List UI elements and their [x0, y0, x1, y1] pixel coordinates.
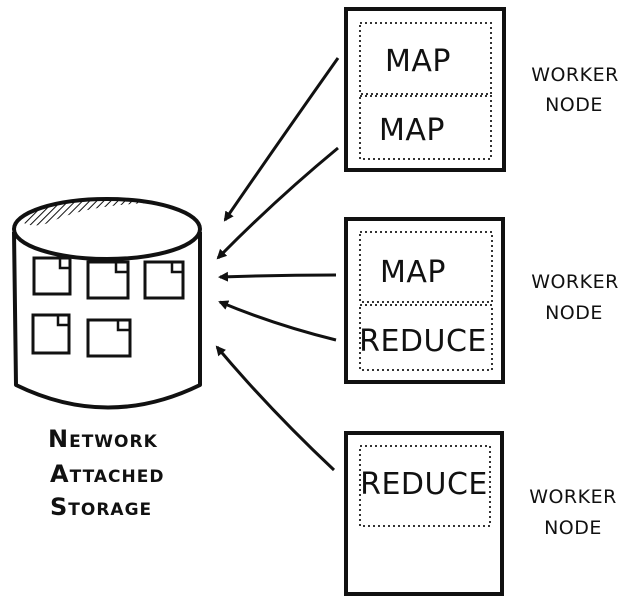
storage-lid-shading: [22, 199, 150, 226]
worker-node-label: NODE: [545, 94, 603, 116]
worker-node-box: [344, 7, 506, 172]
arrow-map-to-storage: [223, 57, 340, 222]
storage-file-icon: [32, 256, 72, 296]
arrow-map-to-storage: [218, 271, 337, 282]
arrow-map-to-storage: [216, 146, 339, 260]
task-slot: [359, 22, 492, 95]
storage-label: NETWORK ATTACHED STORAGE: [48, 425, 164, 521]
worker-node: MAP MAP WORKER NODE: [344, 7, 619, 172]
task-slot: [359, 95, 492, 160]
worker-node-box: [344, 217, 505, 384]
worker-node: REDUCE WORKER NODE: [344, 431, 617, 596]
task-slot: [359, 231, 493, 303]
task-label-map: MAP: [380, 255, 446, 290]
worker-node-label: NODE: [545, 302, 603, 324]
storage-file-icon: [86, 260, 130, 300]
arrow-reduce-to-storage: [218, 300, 337, 342]
task-label-map: MAP: [379, 113, 445, 148]
task-slot: [359, 304, 493, 371]
task-label-reduce: REDUCE: [359, 324, 487, 359]
storage-cylinder: [12, 197, 202, 410]
task-label-reduce: REDUCE: [360, 467, 488, 502]
storage-label-line-1: NETWORK: [48, 425, 158, 453]
storage-cylinder-top: [12, 197, 202, 261]
worker-node-label: WORKER: [531, 271, 619, 293]
worker-node-label: WORKER: [529, 486, 617, 508]
worker-node-label: NODE: [544, 517, 602, 539]
storage-file-icon: [31, 313, 71, 355]
arrow-reduce-to-storage: [215, 345, 336, 472]
storage-label-line-2: ATTACHED: [50, 460, 164, 488]
storage-file-icon: [143, 260, 185, 300]
task-slot: [359, 445, 491, 527]
arrows: [215, 57, 340, 472]
task-label-map: MAP: [385, 44, 451, 79]
storage-file-icon: [86, 318, 132, 358]
worker-node: MAP REDUCE WORKER NODE: [344, 217, 619, 384]
storage-label-line-3: STORAGE: [50, 493, 152, 521]
worker-node-box: [344, 431, 504, 596]
worker-node-label: WORKER: [531, 64, 619, 86]
